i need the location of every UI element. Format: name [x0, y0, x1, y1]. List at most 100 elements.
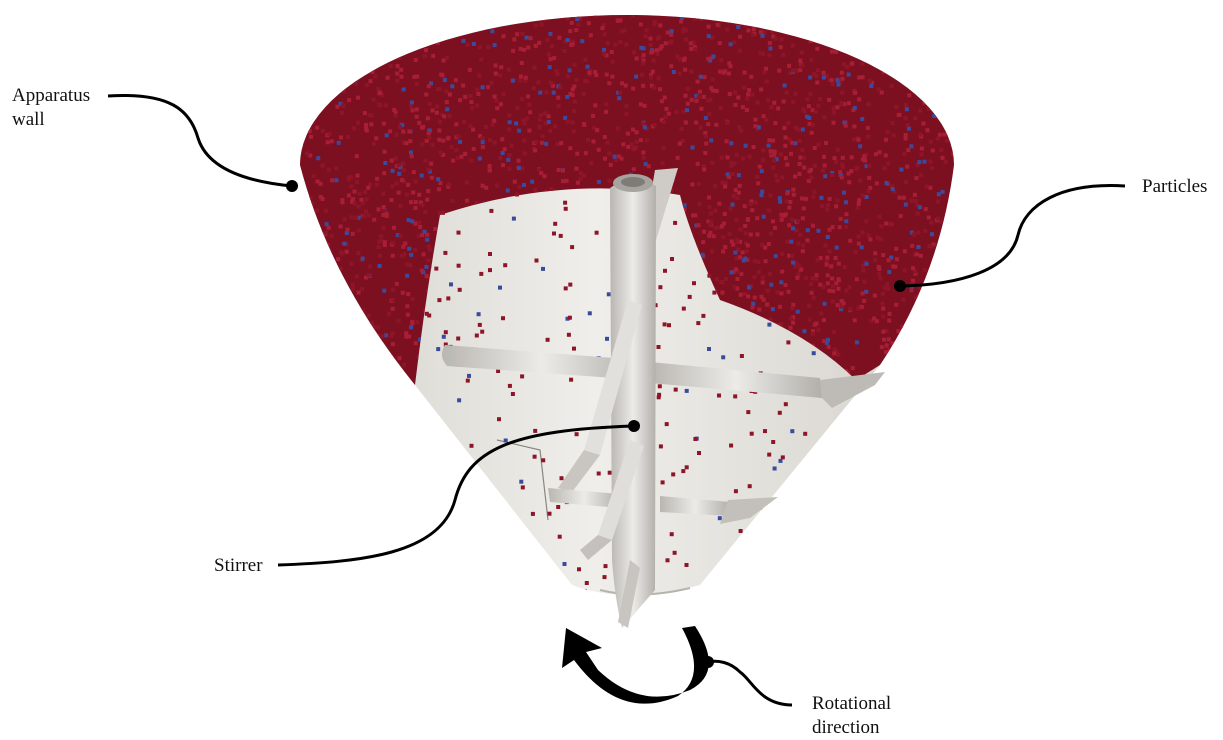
particle-red: [799, 268, 803, 272]
particle-red: [515, 193, 519, 197]
particle-red: [354, 368, 358, 372]
particle-red: [341, 103, 345, 107]
particle-red: [662, 146, 666, 150]
particle-red: [831, 225, 835, 229]
particle-red: [935, 352, 939, 356]
particle-red: [808, 28, 812, 32]
particle-red: [702, 95, 706, 99]
particle-red: [874, 152, 878, 156]
particle-red: [655, 48, 659, 52]
particle-red: [880, 302, 884, 306]
particle-red: [435, 111, 439, 115]
particle-red: [645, 139, 649, 143]
particle-blue: [685, 389, 689, 393]
particle-red: [357, 328, 361, 332]
particle-red: [414, 206, 418, 210]
particle-red: [965, 216, 969, 220]
particle-blue: [918, 40, 922, 44]
particle-red: [958, 239, 962, 243]
particle-red: [550, 44, 554, 48]
particle-red: [849, 43, 853, 47]
particle-red: [759, 30, 763, 34]
particle-red: [734, 103, 738, 107]
particle-red: [532, 86, 536, 90]
particle-red: [713, 226, 717, 230]
particle-red: [528, 110, 532, 114]
particle-red: [949, 226, 953, 230]
particle-red: [798, 162, 802, 166]
particle-red: [817, 143, 821, 147]
particle-red: [770, 105, 774, 109]
particle-red: [887, 337, 891, 341]
particle-blue: [498, 286, 502, 290]
particle-red: [323, 251, 327, 255]
particle-red: [959, 159, 963, 163]
particle-red: [471, 26, 475, 30]
particle-red: [900, 324, 904, 328]
particle-red: [657, 76, 661, 80]
particle-red: [358, 192, 362, 196]
particle-red: [949, 334, 953, 338]
particle-red: [923, 101, 927, 105]
particle-red: [420, 269, 424, 273]
particle-red: [696, 80, 700, 84]
particle-red: [316, 262, 320, 266]
particle-red: [855, 277, 859, 281]
particle-red: [771, 16, 775, 20]
particle-red: [535, 259, 539, 263]
particle-red: [950, 359, 954, 363]
particle-red: [330, 178, 334, 182]
particle-red: [785, 91, 789, 95]
particle-red: [810, 291, 814, 295]
particle-red: [916, 379, 920, 383]
particle-red: [311, 263, 315, 267]
particle-red: [405, 193, 409, 197]
particle-red: [868, 79, 872, 83]
particle-red: [929, 140, 933, 144]
particle-red: [850, 155, 854, 159]
callout-line-rotational-direction: [708, 661, 792, 705]
particle-red: [322, 352, 326, 356]
particle-blue: [605, 337, 609, 341]
particle-red: [798, 139, 802, 143]
particle-red: [928, 186, 932, 190]
particle-red: [910, 12, 914, 16]
particle-blue: [350, 48, 354, 52]
particle-red: [457, 231, 461, 235]
particle-red: [772, 101, 776, 105]
particle-red: [836, 303, 840, 307]
particle-red: [697, 182, 701, 186]
particle-red: [316, 179, 320, 183]
particle-red: [710, 161, 714, 165]
particle-red: [526, 95, 530, 99]
particle-red: [572, 347, 576, 351]
particle-red: [405, 304, 409, 308]
particle-red: [828, 249, 832, 253]
particle-red: [395, 35, 399, 39]
particle-red: [500, 137, 504, 141]
particle-blue: [310, 377, 314, 381]
particle-red: [526, 46, 530, 50]
particle-red: [763, 70, 767, 74]
particle-red: [749, 202, 753, 206]
particle-red: [679, 20, 683, 24]
particle-red: [916, 73, 920, 77]
particle-red: [767, 53, 771, 57]
particle-red: [840, 163, 844, 167]
particle-red: [382, 205, 386, 209]
particle-red: [910, 376, 914, 380]
particle-red: [303, 115, 307, 119]
particle-red: [626, 145, 630, 149]
particle-red: [411, 191, 415, 195]
particle-red: [867, 176, 871, 180]
particle-red: [471, 536, 475, 540]
particle-blue: [860, 245, 864, 249]
particle-red: [391, 254, 395, 258]
particle-red: [732, 285, 736, 289]
particle-red: [809, 92, 813, 96]
particle-red: [791, 188, 795, 192]
particle-red: [917, 362, 921, 366]
particle-red: [661, 480, 665, 484]
particle-blue: [685, 108, 689, 112]
particle-red: [444, 89, 448, 93]
